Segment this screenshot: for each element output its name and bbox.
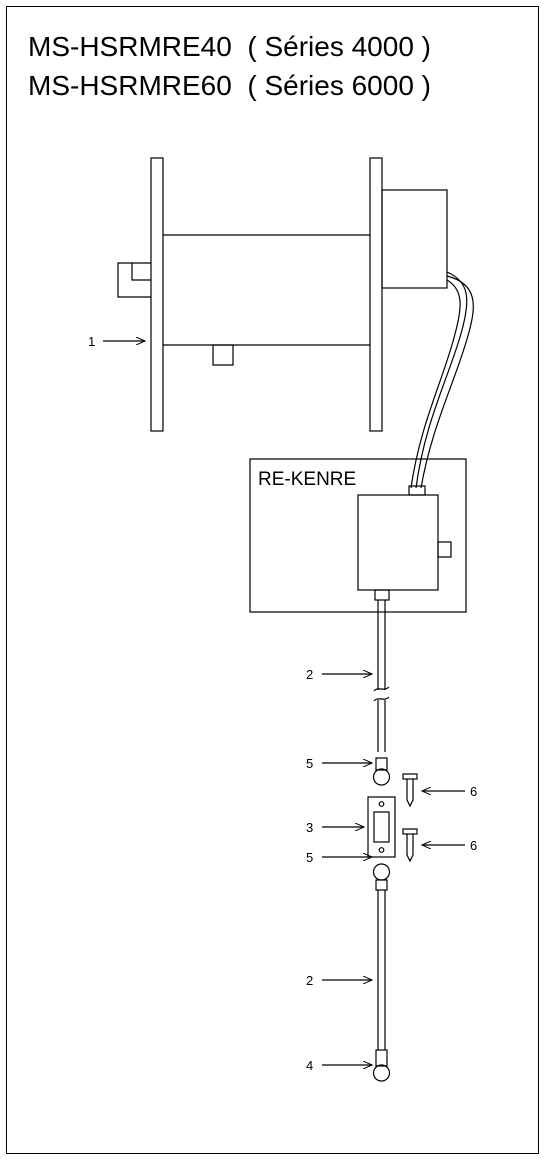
- screw-lower-head: [402, 828, 418, 835]
- callout-6-upper: 6: [470, 784, 477, 799]
- end-ball-neck: [375, 1049, 388, 1067]
- wire-3: [420, 275, 474, 489]
- callout-5-lower: 5: [306, 850, 313, 865]
- receiver-kit-label: RE-KENRE: [258, 469, 356, 490]
- callout-2-lower: 2: [306, 973, 313, 988]
- wire-bundle: [410, 271, 474, 489]
- connector-body: [367, 796, 396, 858]
- end-ball: [372, 1064, 391, 1082]
- reel-left-flange: [150, 157, 164, 432]
- screw-upper-head: [402, 773, 418, 780]
- callout-6-lower: 6: [470, 838, 477, 853]
- connector-window: [373, 811, 390, 843]
- callout-5-upper: 5: [306, 756, 313, 771]
- callout-4: 4: [306, 1058, 313, 1073]
- title-line-2: MS-HSRMRE60 ( Séries 6000 ): [28, 70, 432, 101]
- receiver-kit-box: [249, 458, 467, 613]
- upper-ball-end: [372, 757, 391, 786]
- cable-break-bottom: [373, 696, 390, 702]
- receiver-side-button: [437, 541, 452, 558]
- connector-hole-top: [378, 801, 385, 807]
- receiver-unit: [357, 494, 439, 591]
- reel-bracket: [117, 262, 151, 298]
- receiver-bottom-connector: [374, 589, 390, 601]
- cable-break-top: [373, 686, 390, 692]
- reel-right-flange: [369, 157, 383, 432]
- upper-ball: [372, 768, 391, 786]
- upper-ball-neck: [375, 757, 388, 771]
- callout-3: 3: [306, 820, 313, 835]
- upper-cable: [373, 600, 390, 752]
- wire-1: [415, 271, 468, 489]
- lower-ball-neck: [375, 879, 388, 891]
- screw-lower-shank: [406, 834, 414, 863]
- screw-lower: [402, 828, 418, 863]
- callout-1: 1: [88, 334, 95, 349]
- diagram-frame: [6, 6, 539, 1154]
- reel-assembly: [117, 157, 448, 432]
- reel-motor-box: [381, 189, 448, 289]
- connector-block: [367, 796, 396, 858]
- screw-upper-shank: [406, 779, 414, 808]
- reel-foot: [212, 344, 234, 366]
- callout-2-upper: 2: [306, 667, 313, 682]
- reel-bracket-inner: [131, 263, 151, 281]
- lower-ball: [372, 863, 391, 881]
- screw-upper: [402, 773, 418, 808]
- title-line-1: MS-HSRMRE40 ( Séries 4000 ): [28, 31, 432, 62]
- connector-hole-bottom: [378, 847, 385, 853]
- wire-2: [410, 279, 461, 489]
